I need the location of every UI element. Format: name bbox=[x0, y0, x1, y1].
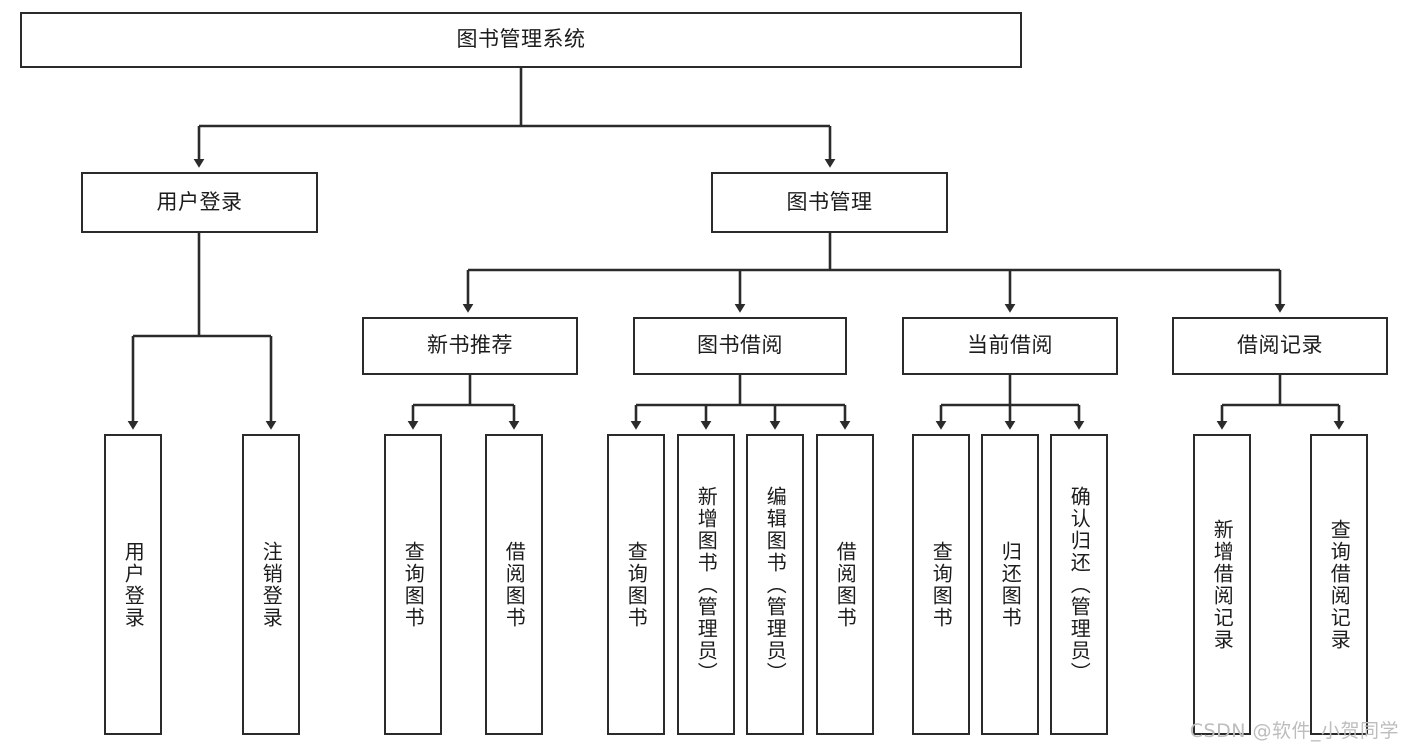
leaf-current-confirm-return-admin[interactable]: 确认归还（管理员） bbox=[1050, 434, 1108, 735]
leaf-borrow-edit-book-admin[interactable]: 编辑图书（管理员） bbox=[746, 434, 804, 735]
leaf-current-return-book[interactable]: 归还图书 bbox=[981, 434, 1039, 735]
node-root-system[interactable]: 图书管理系统 bbox=[20, 12, 1022, 68]
leaf-borrow-query-book[interactable]: 查询图书 bbox=[607, 434, 665, 735]
node-book-borrow[interactable]: 图书借阅 bbox=[633, 317, 847, 375]
leaf-recommend-borrow-book[interactable]: 借阅图书 bbox=[485, 434, 543, 735]
leaf-record-add-record[interactable]: 新增借阅记录 bbox=[1193, 434, 1251, 735]
leaf-record-query-record[interactable]: 查询借阅记录 bbox=[1310, 434, 1368, 735]
node-current-borrow[interactable]: 当前借阅 bbox=[902, 317, 1118, 375]
leaf-borrow-borrow-book[interactable]: 借阅图书 bbox=[816, 434, 874, 735]
node-borrow-record[interactable]: 借阅记录 bbox=[1172, 317, 1388, 375]
node-new-book-recommend[interactable]: 新书推荐 bbox=[362, 317, 578, 375]
leaf-current-query-book[interactable]: 查询图书 bbox=[912, 434, 970, 735]
node-user-login[interactable]: 用户登录 bbox=[81, 172, 318, 233]
node-book-management[interactable]: 图书管理 bbox=[711, 172, 948, 233]
leaf-recommend-query-book[interactable]: 查询图书 bbox=[384, 434, 442, 735]
leaf-borrow-add-book-admin[interactable]: 新增图书（管理员） bbox=[677, 434, 735, 735]
leaf-user-login-signout[interactable]: 注销登录 bbox=[242, 434, 300, 735]
csdn-watermark: CSDN @软件_小贺同学 bbox=[1189, 720, 1399, 742]
leaf-user-login-signin[interactable]: 用户登录 bbox=[104, 434, 162, 735]
